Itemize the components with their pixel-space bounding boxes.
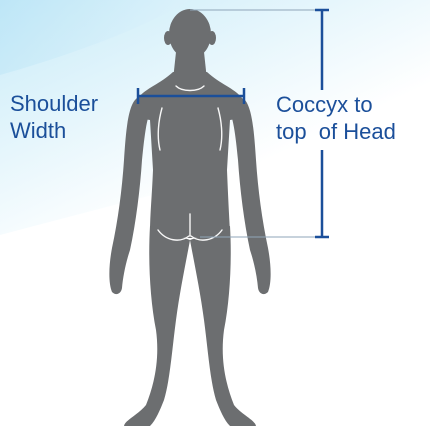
coccyx-to-head-line2: top of Head	[276, 119, 396, 144]
coccyx-to-head-line1: Coccyx to	[276, 92, 373, 117]
shoulder-width-line1: Shoulder	[10, 91, 98, 116]
shoulder-width-line2: Width	[10, 118, 66, 143]
